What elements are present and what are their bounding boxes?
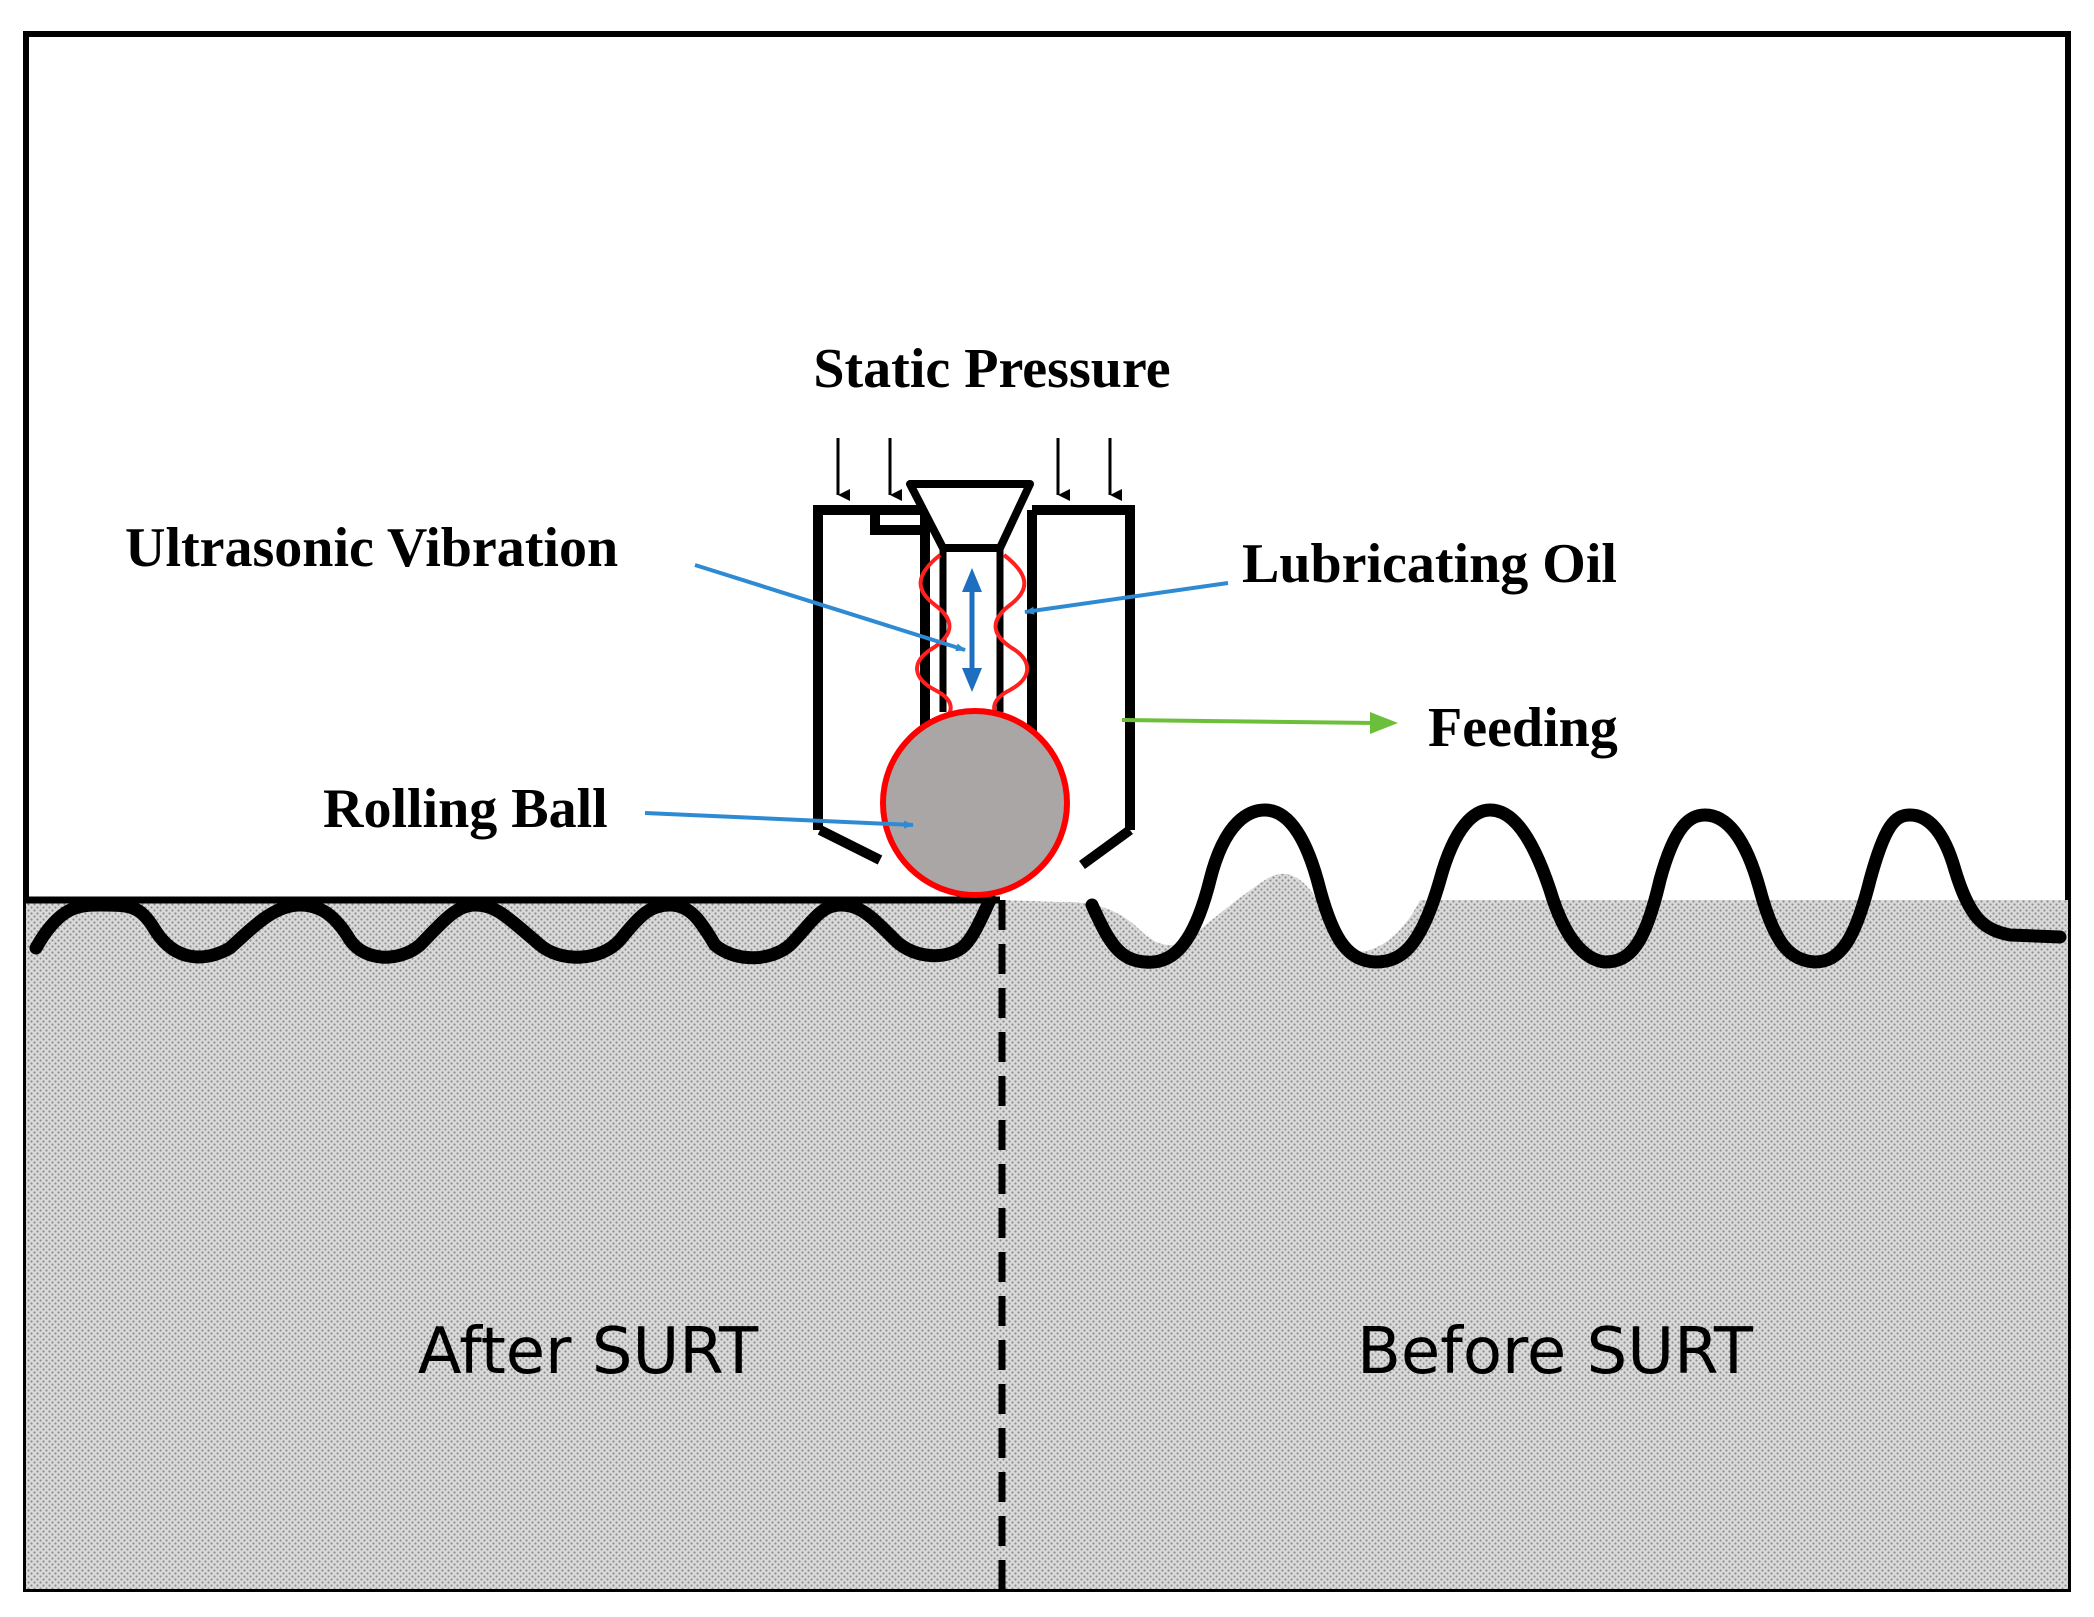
housing-left-wall [813, 505, 925, 830]
static-pressure-arrows [836, 438, 1122, 501]
feeding-arrow [1121, 712, 1398, 734]
lubricating-oil-film [915, 553, 1030, 727]
housing-right-wall [1032, 505, 1135, 830]
label-before-surt: Before SURT [1357, 1315, 1754, 1389]
leader-rolling-ball [644, 811, 914, 829]
tool-housing [813, 480, 1135, 870]
vibration-double-arrow [962, 568, 982, 692]
leader-lubricating-oil [1024, 581, 1229, 615]
workpiece-material [26, 873, 2068, 1589]
housing-right-lip [1079, 825, 1133, 870]
rolling-ball [880, 708, 1070, 898]
after-surt-surface-profile [29, 893, 997, 965]
label-feeding: Feeding [1428, 697, 1618, 759]
label-rolling-ball: Rolling Ball [323, 778, 608, 840]
label-after-surt: After SURT [418, 1315, 759, 1389]
housing-left-lip [817, 825, 883, 865]
label-static-pressure: Static Pressure [813, 338, 1170, 400]
before-surt-surface-profile [1085, 803, 2067, 969]
label-lubricating-oil: Lubricating Oil [1242, 533, 1617, 595]
label-ultrasonic-vibration: Ultrasonic Vibration [125, 517, 618, 579]
leader-ultrasonic-vibration [694, 563, 966, 652]
